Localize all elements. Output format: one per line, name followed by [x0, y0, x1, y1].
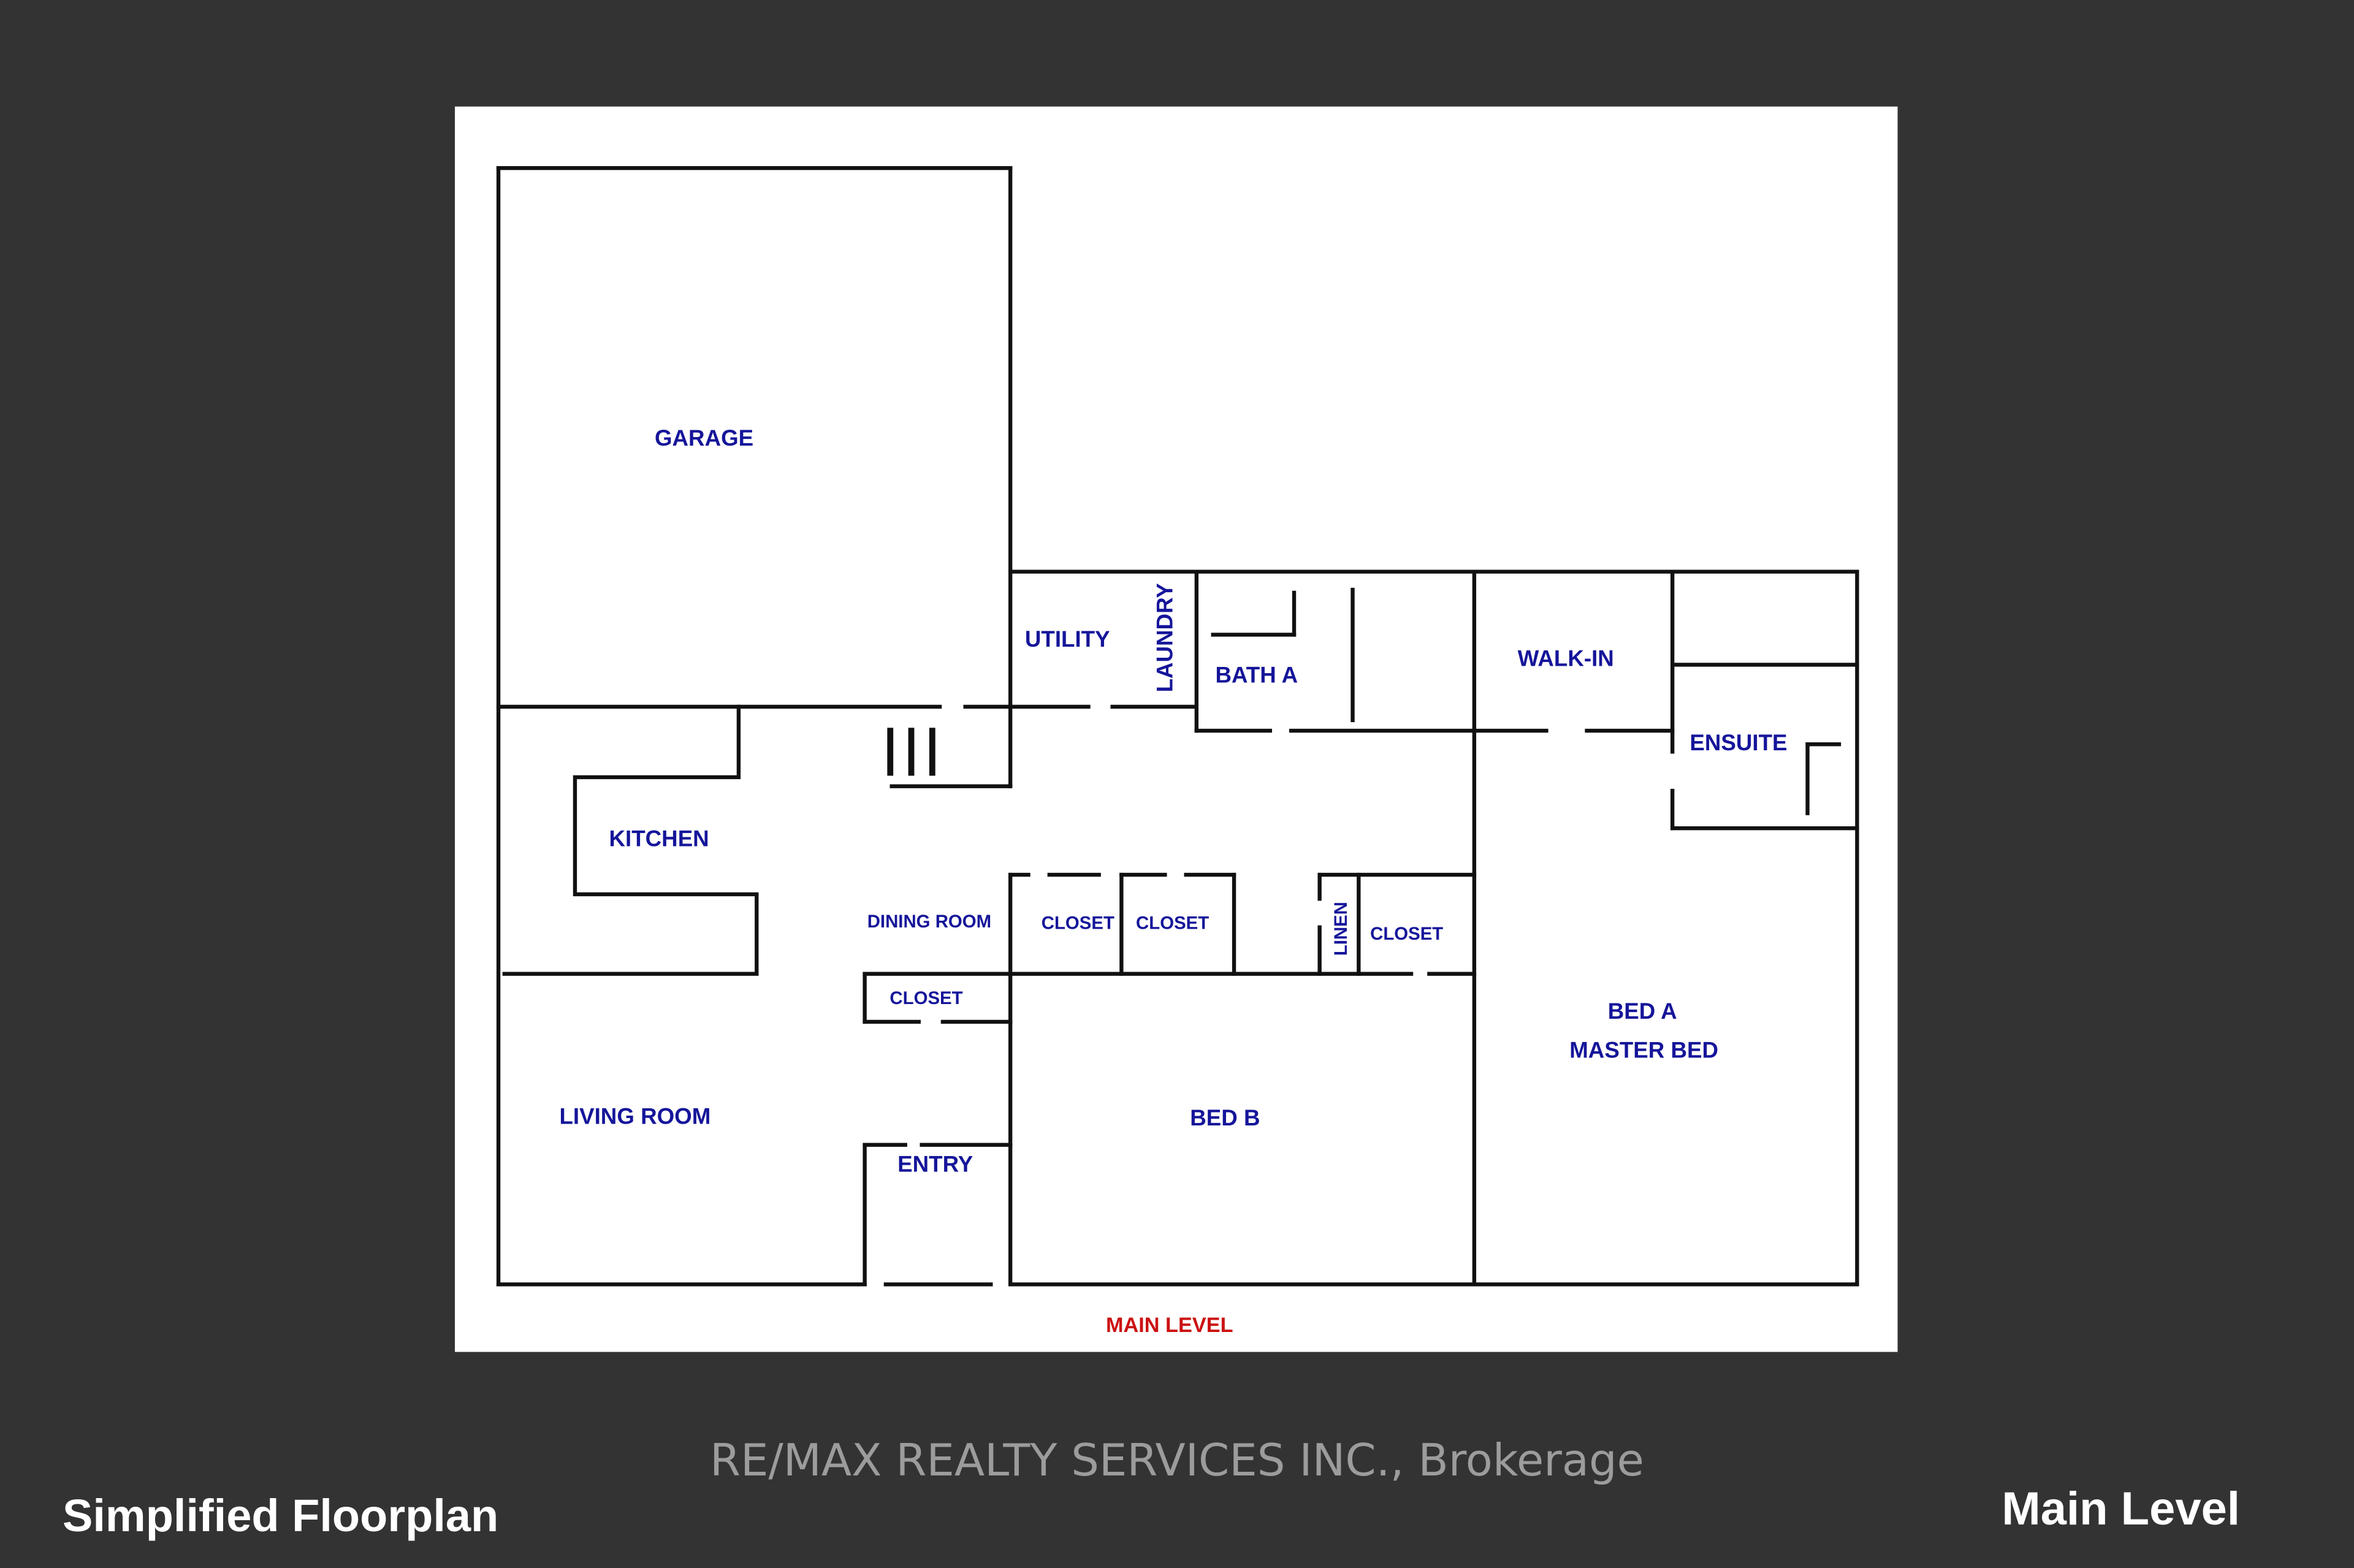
room-label-closet-1: CLOSET	[1042, 913, 1114, 934]
floorplan-panel	[455, 106, 1898, 1352]
room-label-living-room: LIVING ROOM	[559, 1103, 710, 1128]
caption-main-level: Main Level	[2002, 1483, 2240, 1535]
room-label-entry: ENTRY	[897, 1152, 973, 1177]
room-label-walk-in: WALK-IN	[1518, 646, 1614, 671]
room-label-closet-3: CLOSET	[1370, 924, 1443, 944]
room-label-bath-a: BATH A	[1215, 663, 1298, 688]
level-label: MAIN LEVEL	[1106, 1314, 1233, 1337]
walls	[496, 166, 1859, 1287]
room-label-utility: UTILITY	[1025, 626, 1110, 652]
brokerage-watermark: RE/MAX REALTY SERVICES INC., Brokerage	[710, 1434, 1644, 1486]
room-label-closet-dining: CLOSET	[889, 988, 962, 1008]
caption-simplified-floorplan: Simplified Floorplan	[63, 1490, 499, 1541]
room-label-laundry: LAUNDRY	[1152, 583, 1178, 692]
room-label-kitchen: KITCHEN	[609, 826, 709, 851]
room-label-garage: GARAGE	[655, 425, 753, 451]
room-label-bed-a: BED A	[1608, 999, 1677, 1024]
room-label-closet-2: CLOSET	[1136, 913, 1209, 934]
room-label-bed-b: BED B	[1190, 1105, 1260, 1130]
stairs-icon	[887, 728, 935, 776]
room-label-linen: LINEN	[1331, 902, 1351, 956]
room-label-master-bed: MASTER BED	[1569, 1038, 1718, 1063]
room-label-ensuite: ENSUITE	[1689, 730, 1787, 755]
room-label-dining-room: DINING ROOM	[867, 911, 991, 932]
